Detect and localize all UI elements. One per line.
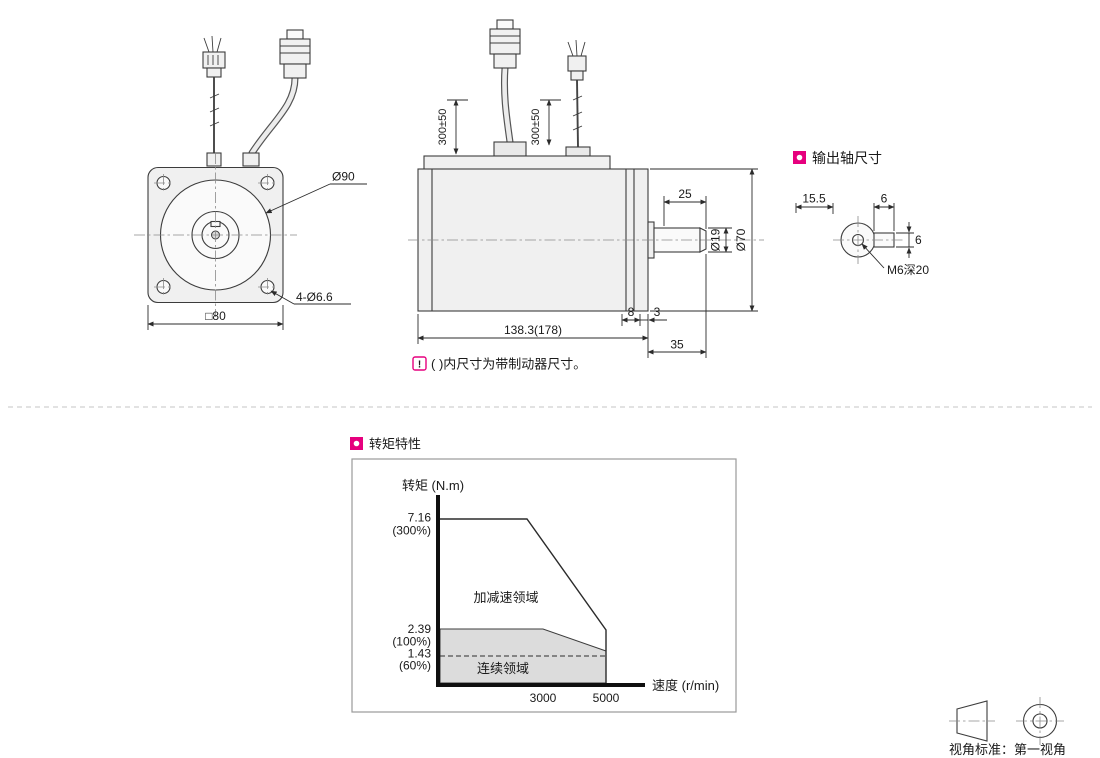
dim-label-cable-length-right: 300±50: [530, 109, 542, 146]
y-axis-label: 转矩 (N.m): [402, 478, 464, 493]
ytick-rated-value: 2.39: [408, 622, 432, 636]
dim-label-shaft-diameter: Ø19: [709, 228, 723, 251]
projection-standard-label: 视角标准：第一视角: [949, 742, 1066, 757]
peak-torque-curve: [440, 518, 607, 683]
xtick-5000: 5000: [593, 691, 620, 705]
dim-label-shaft-length: 35: [670, 338, 684, 352]
front-view-drawing: Ø90 4-Ø6.6 □80: [134, 29, 367, 330]
continuous-region-label: 连续领域: [477, 661, 529, 676]
side-big-connector: [489, 19, 521, 146]
output-shaft-section: 输出轴尺寸 15.5 6 6 M6深20: [793, 150, 929, 277]
brake-note-text: ( )内尺寸为带制动器尺寸。: [431, 357, 586, 372]
dim-label-25: 25: [678, 187, 692, 201]
front-big-connector: [242, 29, 311, 167]
dim-label-cable-length-left: 300±50: [437, 109, 449, 146]
cone-symbol: [956, 700, 988, 742]
ytick-peak-value: 7.16: [408, 511, 432, 525]
circle-symbol-inner: [1032, 713, 1048, 729]
dim-label-key-height: 6: [915, 233, 922, 247]
dim-label-pilot-diameter: Ø90: [332, 170, 355, 184]
output-shaft-title: 输出轴尺寸: [812, 150, 882, 166]
brake-note: ! ( )内尺寸为带制动器尺寸。: [412, 356, 586, 372]
dim-label-offset: 15.5: [802, 192, 826, 206]
front-small-connector: [202, 35, 226, 167]
dim-label-key-width: 6: [881, 192, 888, 206]
torque-section: 转矩特性 转矩 (N.m) 速度 (r/min) 7.16 (300%) 2.3…: [350, 437, 737, 713]
section-icon-dot: [353, 440, 360, 447]
x-axis-label: 速度 (r/min): [652, 678, 719, 693]
ytick-60-percent: (60%): [399, 659, 431, 673]
brake-note-icon-glyph: !: [418, 360, 421, 371]
xtick-3000: 3000: [530, 691, 557, 705]
dim-label-8: 8: [628, 305, 635, 319]
section-icon-dot: [796, 154, 803, 161]
dim-label-tapped-hole: M6深20: [887, 263, 929, 277]
ytick-peak-percent: (300%): [392, 524, 431, 538]
torque-section-title: 转矩特性: [369, 437, 421, 452]
ytick-60-value: 1.43: [408, 647, 432, 661]
brake-note-icon: [412, 356, 427, 371]
projection-standard: 视角标准：第一视角: [949, 697, 1066, 757]
dim-label-body-length: 138.3(178): [504, 323, 562, 337]
torque-chart: 转矩 (N.m) 速度 (r/min) 7.16 (300%) 2.39 (10…: [351, 458, 737, 713]
side-small-connector: [567, 39, 587, 148]
ytick-rated-percent: (100%): [392, 635, 431, 649]
dim-label-3: 3: [654, 305, 661, 319]
accel-region-label: 加减速领域: [473, 590, 538, 605]
dim-label-flange-width: □80: [205, 309, 226, 323]
side-view-drawing: 300±50 300±50 25 Ø19 Ø70: [408, 19, 764, 358]
dim-label-body-diameter: Ø70: [734, 228, 748, 251]
dim-label-mount-holes: 4-Ø6.6: [296, 290, 333, 304]
